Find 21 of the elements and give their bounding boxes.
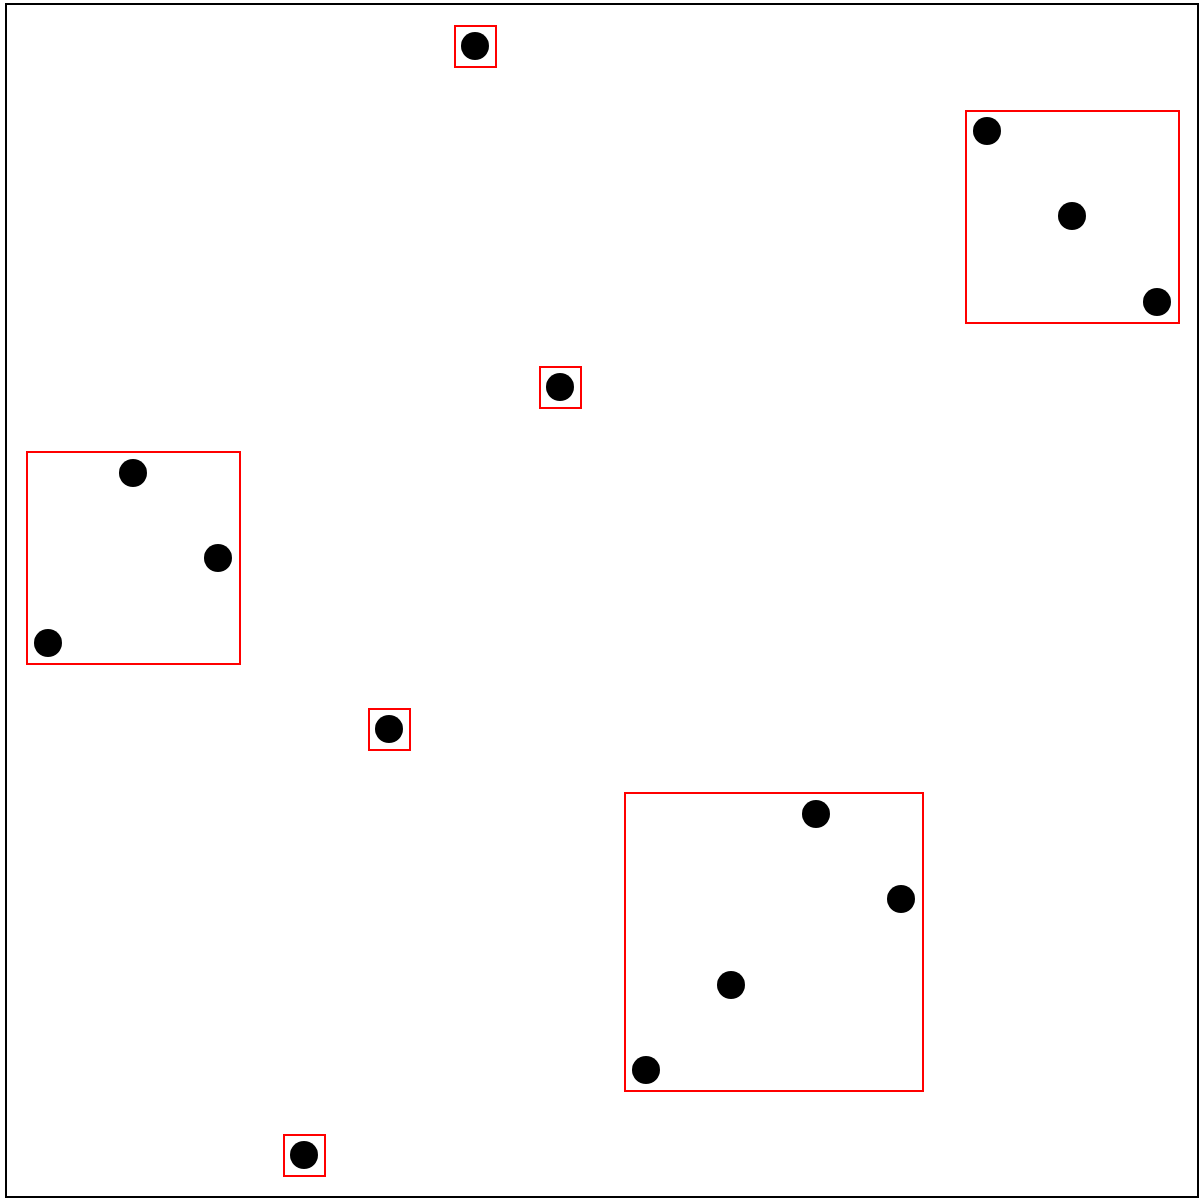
point-dot [1142, 287, 1171, 316]
point-dot [118, 458, 147, 487]
bounding-box [624, 792, 924, 1092]
point-dot [631, 1055, 660, 1084]
point-dot [460, 31, 489, 60]
point-dot [801, 799, 830, 828]
point-dot [545, 372, 574, 401]
bounding-box [283, 1134, 326, 1177]
point-dot [289, 1140, 318, 1169]
point-dot [203, 543, 232, 572]
point-dot [886, 884, 915, 913]
bounding-box [368, 708, 411, 751]
point-dot [972, 116, 1001, 145]
bounding-box [539, 366, 582, 409]
point-dot [1057, 201, 1086, 230]
bounding-box [965, 110, 1180, 324]
point-dot [716, 970, 745, 999]
bounding-box [26, 451, 241, 665]
point-dot [33, 628, 62, 657]
point-dot [374, 714, 403, 743]
bounding-box [454, 25, 497, 68]
